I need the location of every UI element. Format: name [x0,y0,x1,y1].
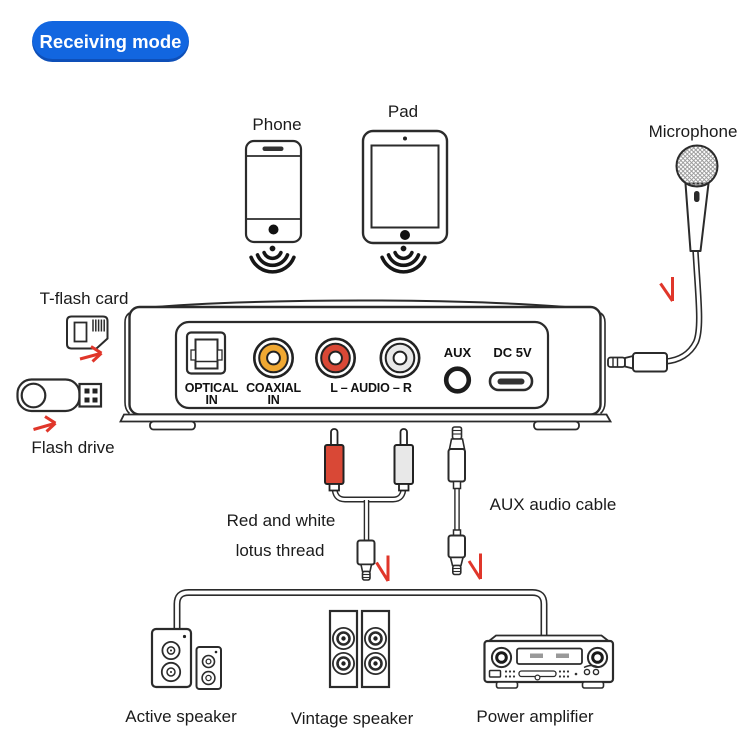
rca-cable-icon [324,428,414,581]
aux-cable-label: AUX audio cable [489,495,617,514]
active-speaker-label: Active speaker [125,707,237,726]
audio-r-port [379,337,421,379]
receiving-mode-badge: Receiving mode [32,21,189,62]
coaxial-in-label: COAXIAL IN [246,381,301,407]
arrow-flash-drive-icon [33,415,57,433]
mic-cable [664,250,703,365]
microphone-label: Microphone [648,122,738,141]
pad-label: Pad [387,102,419,121]
audio-l-port [314,337,356,379]
aux-label: AUX [443,345,472,360]
arrow-rca-jack-icon [375,555,390,582]
rca-cable-label-line1: Red and white [226,511,336,530]
dc-5v-port [488,371,534,392]
arrow-microphone-icon [659,277,674,302]
optical-in-port [185,331,227,375]
mic-plug-icon [607,352,668,373]
vintage-speaker-label: Vintage speaker [290,709,414,728]
output-cable [173,589,548,640]
wireless-signal-icon-pad [380,245,427,274]
power-amplifier-icon [483,634,615,689]
aux-port [443,366,472,394]
dc-5v-label: DC 5V [493,345,532,360]
flash-drive-label: Flash drive [31,438,115,457]
tflash-card-label: T-flash card [39,289,129,308]
pad-icon [361,129,449,245]
optical-in-label: OPTICAL IN [184,381,239,407]
aux-cable-icon [447,426,466,576]
vintage-speaker-icon [328,609,391,689]
wireless-signal-icon-phone [249,245,296,274]
tflash-card-icon [66,315,109,350]
power-amplifier-label: Power amplifier [476,707,594,726]
microphone-icon [675,144,719,252]
flash-drive-icon [16,378,103,413]
arrow-tflash-icon [79,345,103,363]
phone-label: Phone [252,115,302,134]
audio-lr-label: L – AUDIO – R [330,381,412,395]
arrow-aux-jack-icon [467,553,482,580]
coaxial-in-port [253,337,295,379]
phone-icon [244,139,303,244]
active-speaker-icon [150,627,222,690]
rca-cable-label-line2: lotus thread [235,541,325,560]
